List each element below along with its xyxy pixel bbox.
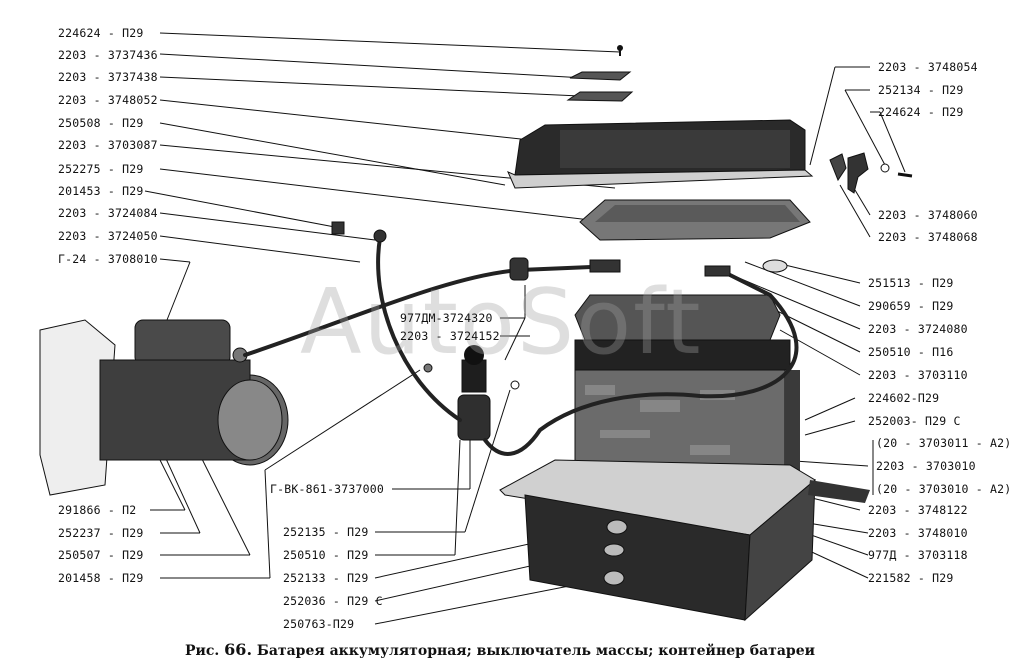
part-label: 2203 - 3703010	[876, 459, 976, 473]
part-label: 2203 - 3724152	[400, 329, 500, 343]
part-label: 250510 - П16	[868, 345, 954, 359]
part-label: Г-24 - 3708010	[58, 252, 158, 266]
part-label: 252133 - П29	[283, 571, 369, 585]
part-label: 2203 - 3748010	[868, 526, 968, 540]
part-label: (20 - 3703011 - А2)	[876, 436, 1011, 450]
part-label: 2203 - 3748122	[868, 503, 968, 517]
part-label: 977ДМ-3724320	[400, 311, 493, 325]
part-label: 2203 - 3724084	[58, 206, 158, 220]
part-label: 250507 - П29	[58, 548, 144, 562]
part-label: 224624 - П29	[58, 26, 144, 40]
part-label: 224624 - П29	[878, 105, 964, 119]
part-label: 221582 - П29	[868, 571, 954, 585]
part-label: (20 - 3703010 - А2)	[876, 482, 1011, 496]
part-label: 201453 - П29	[58, 184, 144, 198]
part-label: 291866 - П2	[58, 503, 137, 517]
part-label: 2203 - 3724050	[58, 229, 158, 243]
part-label: Г-ВК-861-3737000	[270, 482, 384, 496]
part-label: 252135 - П29	[283, 525, 369, 539]
part-label: 252003- П29 С	[868, 414, 961, 428]
part-label: 2203 - 3748068	[878, 230, 978, 244]
caption-prefix: Рис.	[184, 643, 220, 659]
part-label: 201458 - П29	[58, 571, 144, 585]
caption-text: Батарея аккумуляторная; выключатель масс…	[256, 643, 815, 659]
bracket-parts	[829, 152, 913, 194]
part-label: 290659 - П29	[868, 299, 954, 313]
part-label: 250763-П29	[283, 617, 355, 631]
part-label: 2203 - 3748054	[878, 60, 978, 74]
part-label: 224602-П29	[868, 391, 940, 405]
part-label: 252237 - П29	[58, 526, 144, 540]
part-label: 2203 - 3737438	[58, 70, 158, 84]
part-label: 252036 - П29 С	[283, 594, 383, 608]
part-label: 250508 - П29	[58, 116, 144, 130]
watermark: AutoSoft	[300, 270, 703, 375]
part-label: 2203 - 3748052	[58, 93, 158, 107]
part-label: 2203 - 3724080	[868, 322, 968, 336]
starter-motor	[39, 319, 289, 496]
part-label: 252134 - П29	[878, 83, 964, 97]
part-label: 250510 - П29	[283, 548, 369, 562]
part-label: 977Д - 3703118	[868, 548, 968, 562]
lid-assembly	[507, 45, 814, 241]
part-label: 251513 - П29	[868, 276, 954, 290]
part-label: 2203 - 3737436	[58, 48, 158, 62]
battery-container	[499, 459, 870, 622]
part-label: 2203 - 3703087	[58, 138, 158, 152]
part-label: 2203 - 3703110	[868, 368, 968, 382]
part-label: 252275 - П29	[58, 162, 144, 176]
caption-number: 66.	[224, 640, 253, 659]
part-label: 2203 - 3748060	[878, 208, 978, 222]
figure-caption: Рис. 66. Батарея аккумуляторная; выключа…	[0, 640, 1000, 659]
